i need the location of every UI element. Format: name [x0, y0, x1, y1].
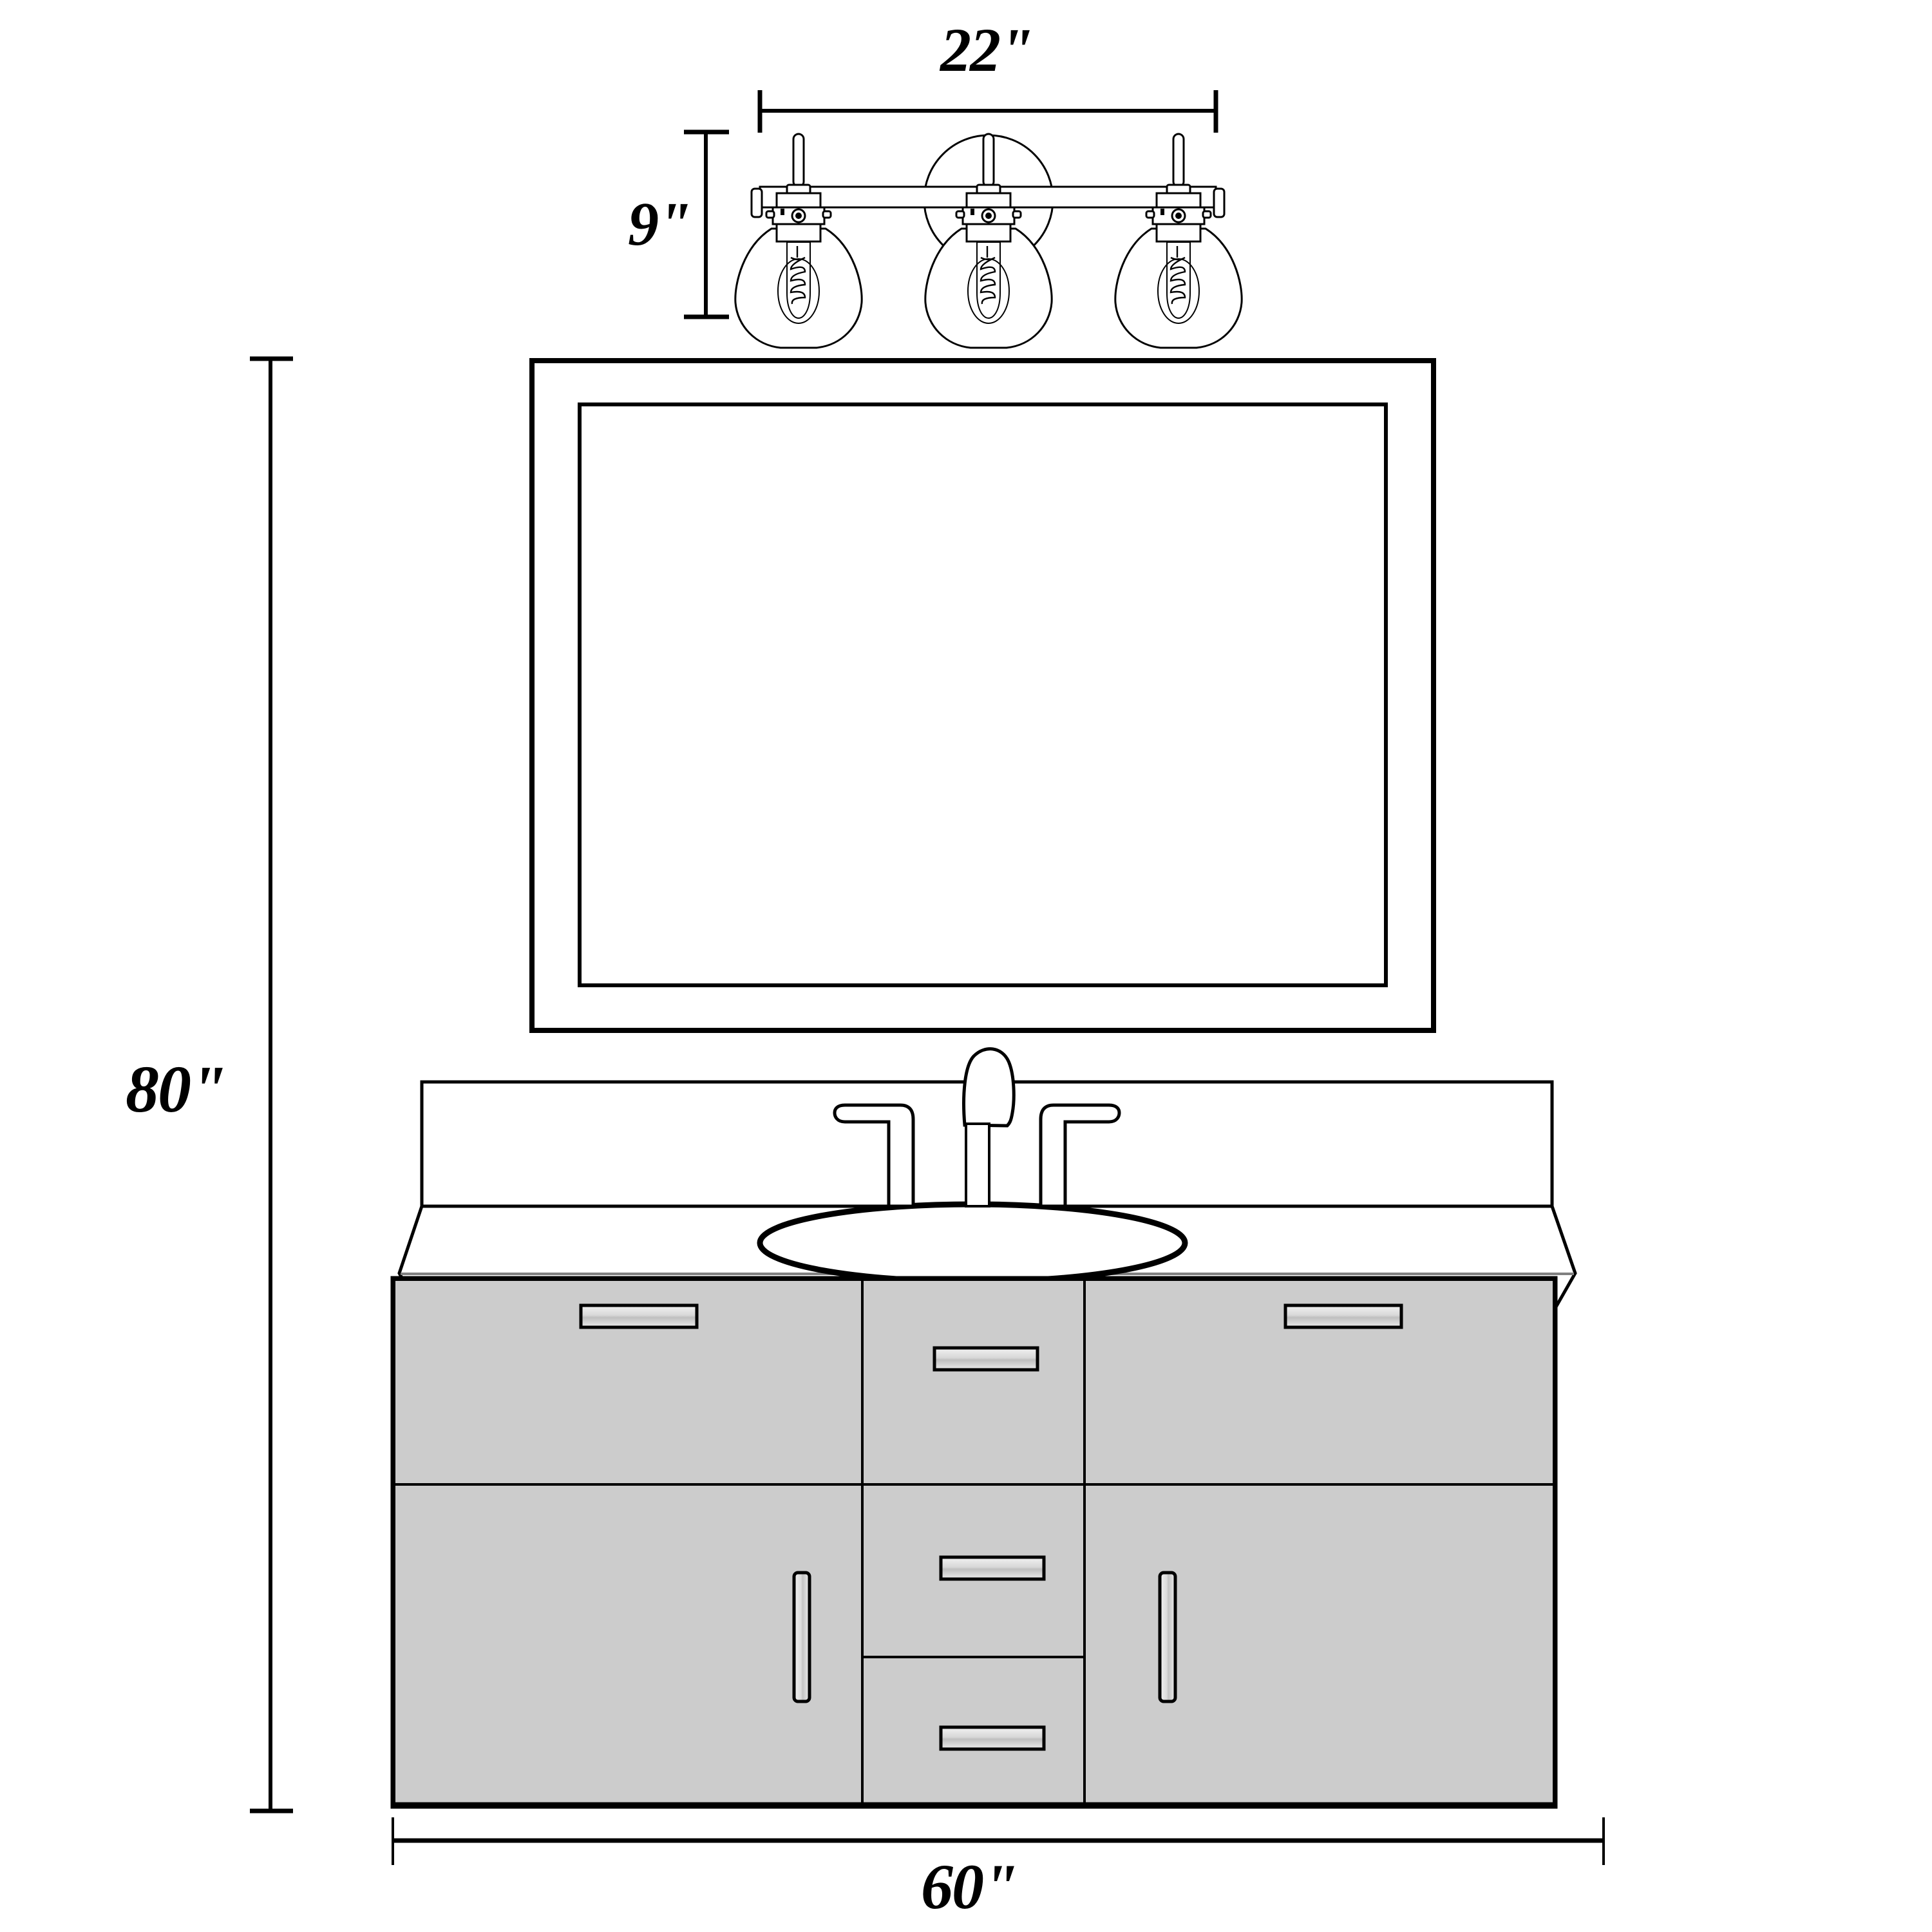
dimension-line-22in [757, 90, 1218, 133]
drawer-pull-upper-center[interactable] [933, 1346, 1039, 1372]
dimension-label-60in: 60" [921, 1851, 1019, 1922]
drawer-pull-upper-right[interactable] [1283, 1303, 1403, 1329]
door-lower-right[interactable] [1083, 1483, 1555, 1806]
faucet-spout-stem [965, 1122, 990, 1208]
vanity-cabinet [390, 1276, 1558, 1809]
dimension-line-60in [392, 1817, 1605, 1865]
dimension-label-9in: 9" [628, 189, 692, 258]
oval-sink-basin [757, 1201, 1188, 1285]
dimension-label-22in: 22" [940, 15, 1034, 84]
faucet-handle-left [833, 1103, 915, 1208]
drawer-pull-bottom-center[interactable] [939, 1725, 1046, 1751]
mirror-glass [578, 402, 1388, 987]
framed-mirror [529, 358, 1436, 1033]
dimension-line-80in [250, 356, 293, 1814]
dimension-label-80in: 80" [126, 1052, 227, 1126]
door-lower-left[interactable] [393, 1483, 864, 1806]
drawer-upper-center[interactable] [861, 1278, 1086, 1486]
faucet-spout [962, 1047, 1016, 1128]
dimension-line-9in [684, 129, 729, 319]
door-pull-lower-right[interactable] [1158, 1571, 1177, 1703]
door-pull-lower-left[interactable] [792, 1571, 811, 1703]
faucet-handle-right [1039, 1103, 1121, 1208]
vanity-light-fixture [734, 133, 1243, 349]
light-lamp-right [1114, 133, 1243, 349]
countertop-assembly [397, 1047, 1577, 1316]
light-lamp-center [924, 133, 1053, 349]
drawer-pull-middle-center[interactable] [939, 1555, 1046, 1581]
light-lamp-left [734, 133, 863, 349]
drawer-pull-upper-left[interactable] [579, 1303, 699, 1329]
